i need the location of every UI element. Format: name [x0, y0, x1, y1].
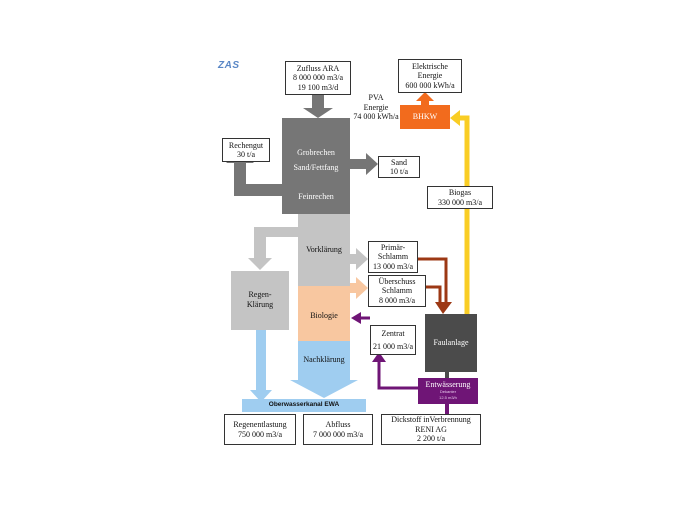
ueberschuss-line-2: Schlamm	[381, 286, 413, 296]
electric-energy-box: Elektrische Energie 600 000 kWh/a	[398, 59, 462, 93]
pretreatment-block	[282, 118, 350, 214]
zas-logo: ZAS	[218, 60, 240, 71]
grobrechen-label: Grobrechen	[297, 148, 335, 157]
biogas-arrowhead	[450, 110, 460, 126]
sandfang-label: Sand/Fettfang	[293, 163, 339, 172]
ueberschuss-line-1: Überschuss	[378, 276, 416, 286]
pva-line-1: PVA	[368, 93, 384, 102]
abfluss-value: 7 000 000 m3/a	[313, 429, 363, 439]
nachklaerung-label: Nachklärung	[303, 355, 345, 364]
oberwasserkanal-bar	[242, 399, 366, 412]
zentrat-value: 21 000 m3/a	[373, 341, 413, 351]
electric-title-2: Energie	[417, 71, 443, 81]
primaer-line-2: Schlamm	[377, 252, 409, 262]
abfluss-title: Abfluss	[325, 420, 351, 429]
regen-klaerung-block	[231, 271, 289, 330]
ueberschuss-sludge-line	[426, 285, 442, 304]
zentrat-return-line	[377, 360, 418, 390]
nachklaerung-block	[298, 341, 350, 380]
faulanlage-label: Faulanlage	[433, 338, 469, 347]
feinrechen-label: Feinrechen	[298, 192, 334, 201]
primaer-value: 13 000 m3/a	[373, 261, 413, 271]
sludge-arrowhead	[435, 302, 452, 314]
rechengut-title: Rechengut	[228, 140, 264, 150]
zentrat-return-arrowhead	[372, 352, 386, 362]
ueberschuss-arrow	[350, 277, 368, 299]
sand-box: Sand 10 t/a	[378, 156, 420, 178]
vorklaerung-block	[298, 214, 350, 286]
dickstoff-value: 2 200 t/a	[417, 434, 445, 444]
inflow-box: Zufluss ARA 8 000 000 m3/a 19 100 m3/d	[285, 61, 351, 95]
ueberschuss-value: 8 000 m3/a	[379, 295, 415, 305]
biogas-title: Biogas	[448, 188, 472, 197]
sand-value: 10 t/a	[390, 167, 408, 176]
bhkw-label: BHKW	[412, 112, 438, 121]
biogas-box: Biogas 330 000 m3/a	[427, 186, 493, 209]
oberwasserkanal-label: Oberwasserkanal EWA	[268, 401, 340, 408]
inflow-title: Zufluss ARA	[296, 63, 340, 73]
regen-line-2: Klärung	[246, 299, 274, 309]
entwaesserung-sub-1: Dekanter	[439, 389, 457, 394]
inflow-volume-day: 19 100 m3/d	[297, 82, 339, 92]
regen-line-1: Regen-	[248, 290, 272, 299]
zentrat-to-biologie-arrowhead	[351, 312, 361, 324]
sand-title: Sand	[391, 157, 407, 167]
faulanlage-block	[425, 314, 477, 372]
dickstoff-line-1: Dickstoff inVerbrennung	[391, 415, 471, 425]
inflow-volume-year: 8 000 000 m3/a	[293, 73, 343, 83]
pva-line-3: 74 000 kWh/a	[353, 112, 399, 121]
sand-arrow	[350, 153, 378, 175]
abfluss-box: Abfluss 7 000 000 m3/a	[303, 414, 373, 445]
primaer-arrow	[350, 248, 368, 270]
inflow-arrow	[303, 95, 333, 118]
energy-arrow	[416, 92, 434, 105]
entwaesserung-connector	[445, 404, 449, 414]
electric-title-1: Elektrische	[412, 61, 448, 71]
regen-klaerung-label: Regen- Klärung	[231, 290, 289, 309]
entwaesserung-block	[418, 378, 478, 404]
zentrat-title: Zentrat	[381, 329, 405, 338]
ueberschuss-schlamm-box: Überschuss Schlamm 8 000 m3/a	[368, 275, 426, 307]
entwaesserung-title: Entwässerung	[425, 380, 471, 389]
regenentlastung-box: Regenentlastung 750 000 m3/a	[224, 414, 296, 445]
pva-line-2: Energie	[363, 102, 389, 112]
rechengut-value: 30 t/a	[237, 150, 255, 159]
entwaesserung-sub-2: 12.5 m3/h	[439, 395, 457, 400]
regenentlastung-value: 750 000 m3/a	[238, 429, 282, 439]
electric-value: 600 000 kWh/a	[405, 80, 455, 90]
rechengut-box: Rechengut 30 t/a	[222, 138, 270, 162]
biologie-label: Biologie	[310, 311, 338, 320]
biogas-value: 330 000 m3/a	[438, 197, 482, 207]
outflow-arrow	[290, 380, 358, 398]
regen-outflow-arrow	[250, 330, 272, 402]
regenentlastung-title: Regenentlastung	[233, 420, 287, 429]
dickstoff-box: Dickstoff inVerbrennung RENI AG 2 200 t/…	[381, 414, 481, 445]
bhkw-block	[400, 105, 450, 129]
zentrat-box: Zentrat 21 000 m3/a	[370, 325, 416, 355]
regen-bypass-arrow	[248, 227, 298, 270]
primaer-sludge-line	[418, 257, 448, 304]
faulanlage-connector	[445, 372, 449, 378]
vorklaerung-label: Vorklärung	[306, 245, 342, 254]
biogas-line	[458, 115, 470, 314]
biologie-block	[298, 286, 350, 341]
dickstoff-line-2: RENI AG	[415, 424, 447, 434]
pva-label: PVA Energie 74 000 kWh/a	[350, 93, 402, 122]
primaer-line-1: Primär-	[380, 242, 406, 252]
primaer-schlamm-box: Primär- Schlamm 13 000 m3/a	[368, 241, 418, 273]
